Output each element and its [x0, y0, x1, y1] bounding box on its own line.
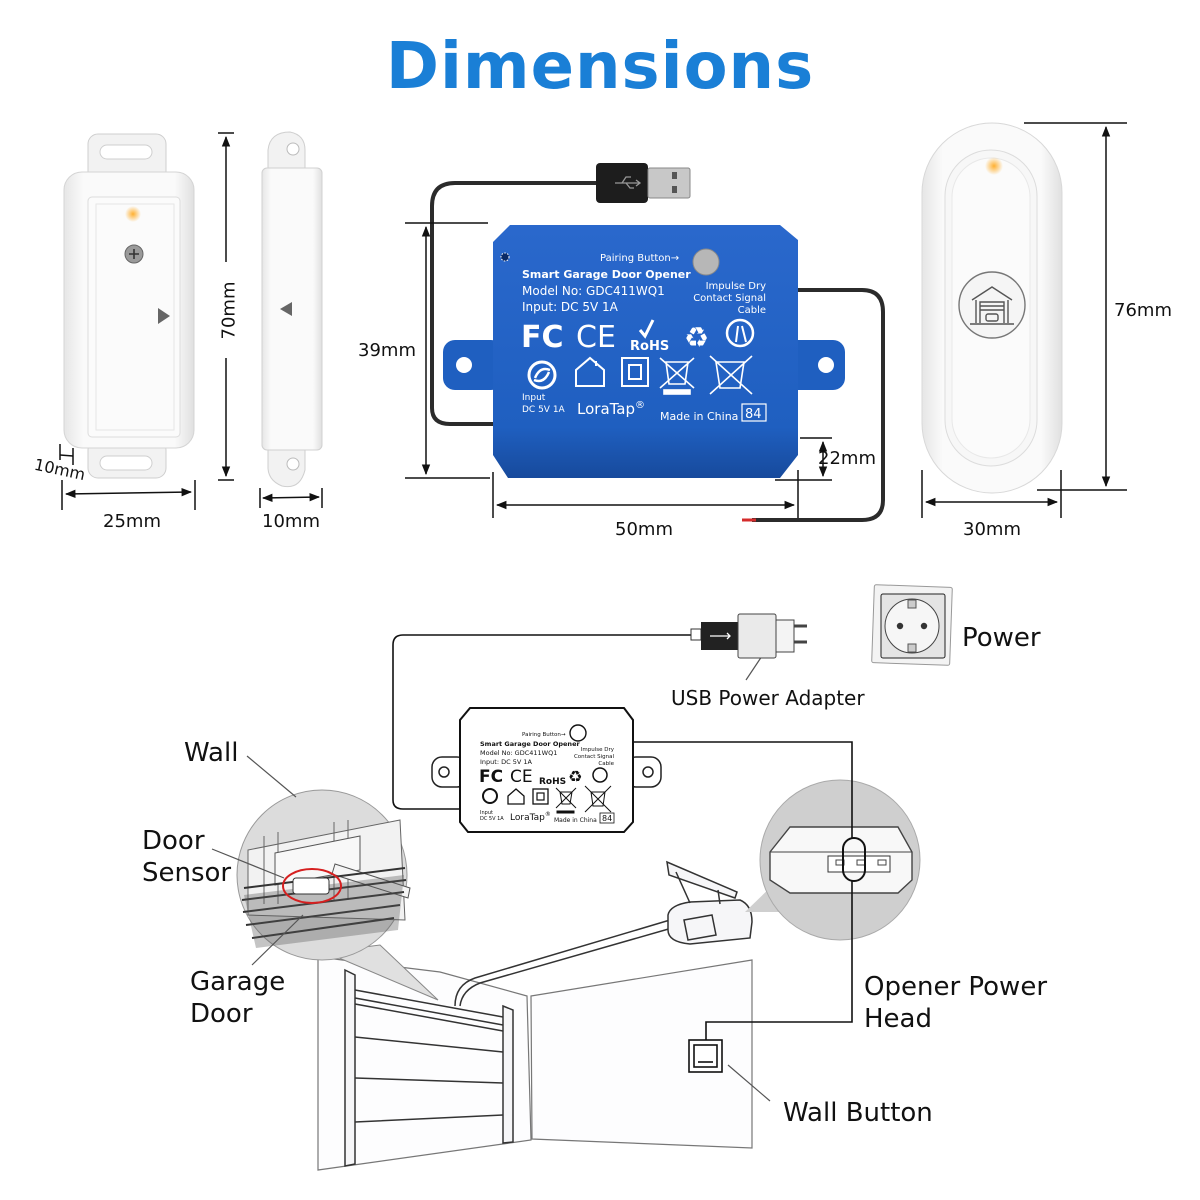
input-rating: Input: DC 5V 1A	[480, 758, 532, 766]
input-small: Input	[480, 810, 493, 816]
power-label: Power	[962, 623, 1041, 653]
door-sensor-label: Door Sensor	[142, 825, 231, 889]
cable-note: Impulse Dry	[581, 747, 615, 753]
wall-remote	[921, 122, 1063, 494]
garage-door-label-line: Door	[190, 999, 253, 1029]
code-badge: 84	[745, 407, 762, 422]
leader-lines	[211, 655, 771, 1102]
controller-depth-label: 22mm	[818, 448, 876, 469]
garage-door-label: Garage Door	[190, 966, 285, 1030]
controller-device: Pairing Button→ Smart Garage Door Opener…	[443, 225, 845, 478]
wall-label: Wall	[184, 738, 239, 768]
model-number: Model No: GDC411WQ1	[480, 749, 557, 757]
input-small: DC 5V 1A	[480, 816, 504, 822]
controller-height-label: 39mm	[358, 340, 416, 361]
screw-icon	[124, 244, 144, 264]
pairing-button[interactable]	[569, 724, 587, 742]
rohs-icon: RoHS	[630, 339, 669, 354]
double-insulation-icon	[532, 788, 549, 805]
double-insulation-icon	[621, 357, 649, 387]
ce-icon: CE	[576, 320, 616, 355]
door-sensor-zoom-callout	[236, 789, 439, 1001]
origin-text: Made in China	[554, 817, 597, 824]
controller-width-label: 50mm	[615, 519, 673, 540]
remote-width-label: 30mm	[963, 519, 1021, 540]
remote-height-label: 76mm	[1114, 300, 1172, 321]
recycle-icon: ♻	[568, 767, 582, 786]
opener-rail	[454, 919, 673, 1007]
product-name: Smart Garage Door Opener	[522, 268, 691, 281]
ce-icon: CE	[510, 767, 533, 787]
garage-icon	[958, 271, 1026, 339]
cables	[430, 181, 885, 522]
door-sensor	[63, 133, 195, 479]
cable-note: Impulse Dry	[706, 281, 767, 292]
cable-note: Contact Signal	[693, 293, 766, 304]
status-led	[500, 252, 510, 262]
door-sensor-label-line: Sensor	[142, 858, 232, 888]
opener-zoom-callout	[745, 779, 921, 941]
controller-line-drawing: Pairing Button→ Smart Garage Door Opener…	[431, 707, 662, 833]
magnet-width-label: 10mm	[262, 511, 320, 532]
wall-button	[688, 1039, 723, 1073]
usb-power-adapter	[690, 613, 807, 659]
cable-note: Contact Signal	[574, 754, 615, 760]
tidyman-icon	[592, 767, 608, 783]
pairing-button-label: Pairing Button→	[600, 253, 679, 264]
door-sensor-label-line: Door	[142, 826, 205, 856]
weee-bin-icon	[555, 785, 612, 814]
garage-room	[317, 956, 753, 1171]
origin-text: Made in China	[660, 410, 738, 423]
pairing-button[interactable]	[692, 248, 720, 276]
garage-door	[344, 968, 514, 1167]
recycle-icon: ♻	[684, 321, 709, 354]
opener-label-line: Head	[864, 1004, 932, 1034]
opener-power-head	[666, 860, 753, 945]
code-badge: 84	[602, 814, 612, 823]
model-number: Model No: GDC411WQ1	[522, 284, 665, 298]
wall-button-label: Wall Button	[783, 1098, 933, 1128]
indoor-use-icon	[507, 788, 525, 805]
input-small: Input	[522, 393, 546, 403]
usb-adapter-label: USB Power Adapter	[671, 686, 865, 710]
page-title: Dimensions	[385, 30, 815, 104]
fcc-icon: FC	[479, 767, 503, 787]
input-rating: Input: DC 5V 1A	[522, 300, 619, 314]
status-led	[985, 157, 1003, 175]
fcc-icon: FC	[521, 320, 564, 355]
opener-label-line: Opener Power	[864, 972, 1048, 1002]
alignment-arrow-icon	[280, 302, 292, 316]
product-name: Smart Garage Door Opener	[480, 740, 580, 748]
sensor-width-label: 25mm	[103, 511, 161, 532]
usb-plug-icon	[615, 176, 642, 189]
dimensions-diagram: Pairing Button→ Smart Garage Door Opener…	[59, 122, 1127, 522]
brand-logo: LoraTap®	[577, 400, 645, 418]
cable-note: Cable	[598, 761, 614, 767]
tidyman-icon	[725, 318, 755, 348]
input-small: DC 5V 1A	[522, 405, 566, 415]
status-led	[125, 206, 141, 222]
alignment-arrow-icon	[158, 308, 170, 324]
wiring	[392, 634, 853, 1040]
brand-logo: LoraTap®	[510, 811, 551, 823]
indoor-use-icon	[575, 356, 605, 387]
garage-door-label-line: Garage	[190, 967, 286, 997]
green-dot-icon	[482, 788, 498, 804]
power-socket-icon	[871, 584, 953, 666]
pairing-button-label: Pairing Button→	[522, 732, 566, 738]
cable-note: Cable	[738, 305, 766, 316]
opener-power-head-label: Opener Power Head	[864, 971, 1047, 1035]
weee-bin-icon	[659, 355, 753, 395]
green-dot-icon	[527, 360, 557, 390]
usb-plug-icon	[710, 632, 731, 640]
rohs-icon: RoHS	[539, 777, 566, 787]
magnet	[261, 131, 323, 488]
usb-plug	[596, 163, 691, 203]
